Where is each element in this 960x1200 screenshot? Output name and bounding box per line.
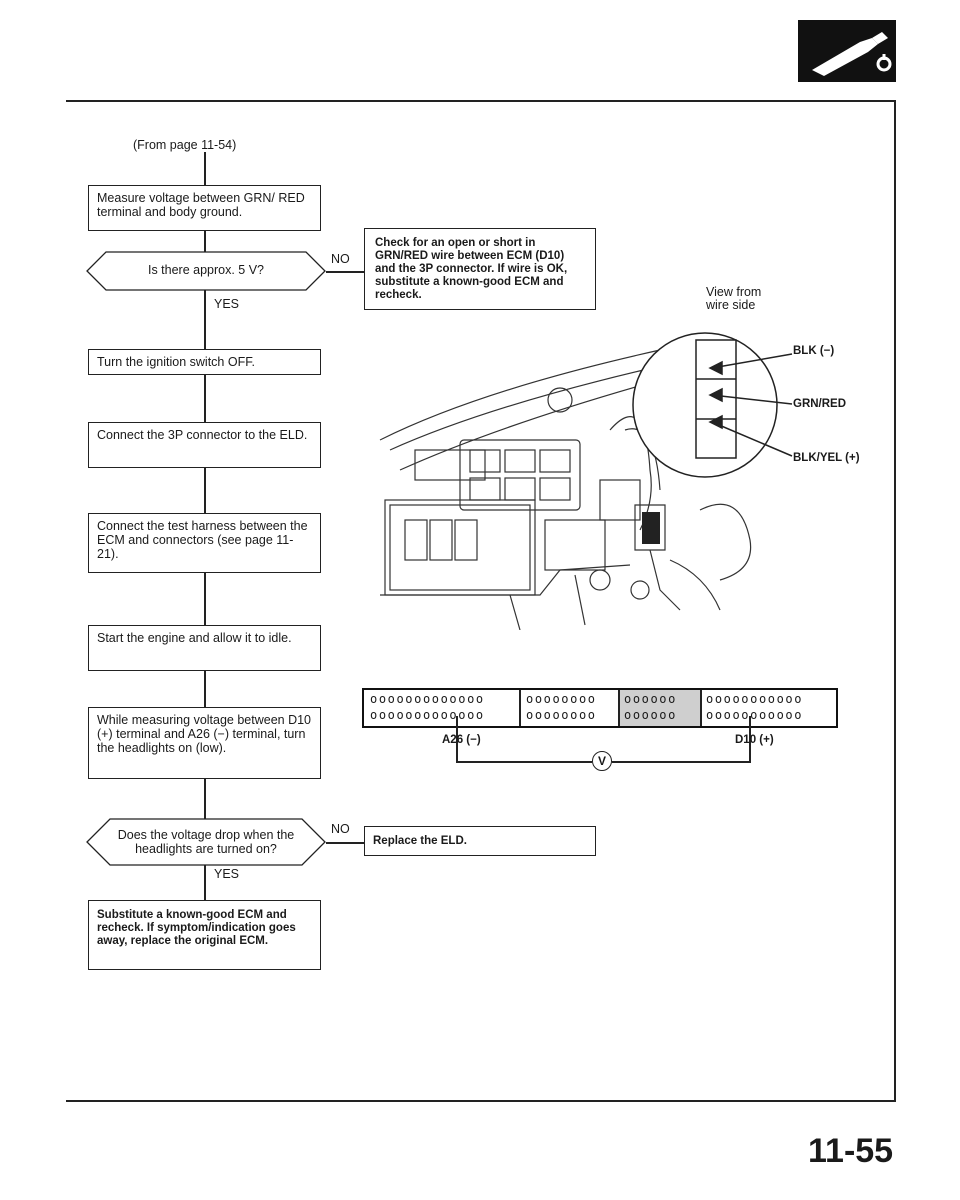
- decision-5v-text: Is there approx. 5 V?: [147, 263, 265, 277]
- yes2-label: YES: [214, 867, 240, 881]
- no1-label: NO: [331, 252, 350, 266]
- pin-row-d-top: ooooooooooo: [706, 692, 804, 706]
- a26-label: A26 (−): [442, 734, 481, 746]
- yes1-label: YES: [214, 297, 240, 311]
- connector-shaded-section: [620, 690, 700, 726]
- pin-row-c-top: oooooo: [624, 692, 677, 706]
- view-label-line1: View from: [706, 285, 762, 299]
- decision-5v: Is there approx. 5 V?: [86, 251, 326, 291]
- pin-row-b-bottom: oooooooo: [526, 708, 597, 722]
- replace-eld-box: Replace the ELD.: [364, 826, 596, 856]
- voltmeter-label: V: [597, 754, 606, 768]
- step-measure-voltage: Measure voltage between GRN/ RED termina…: [88, 185, 321, 231]
- fuel-system-icon: [798, 20, 896, 82]
- step-connect-3p: Connect the 3P connector to the ELD.: [88, 422, 321, 468]
- connector-divider-1: [519, 690, 521, 726]
- bottom-rule: [66, 1100, 896, 1102]
- from-page-text: (From page 11-54): [133, 138, 237, 152]
- decision-voltage-drop: Does the voltage drop when the headlight…: [86, 818, 326, 866]
- decision-voltage-drop-text: Does the voltage drop when the headlight…: [117, 828, 295, 856]
- ecm-connector-block: ooooooooooooo ooooooooooooo oooooooo ooo…: [362, 688, 838, 728]
- wire-label-blk: BLK (−): [793, 345, 835, 357]
- pin-row-d-bottom: ooooooooooo: [706, 708, 804, 722]
- a26-probe-lead: [456, 716, 458, 762]
- right-frame-rule: [894, 100, 896, 1102]
- view-label: View from wire side: [706, 286, 761, 312]
- no1-connector: [326, 271, 364, 273]
- wire-leaders: [700, 340, 810, 480]
- step-start-engine: Start the engine and allow it to idle.: [88, 625, 321, 671]
- pin-row-a-bottom: ooooooooooooo: [370, 708, 485, 722]
- substitute-ecm-box: Substitute a known-good ECM and recheck.…: [88, 900, 321, 970]
- d10-probe-lead: [749, 716, 751, 762]
- step-connect-harness: Connect the test harness between the ECM…: [88, 513, 321, 573]
- meter-lead-right: [612, 761, 751, 763]
- wire-label-grn-red: GRN/RED: [793, 398, 847, 410]
- step-measure-headlights: While measuring voltage between D10 (+) …: [88, 707, 321, 779]
- check-open-short-box: Check for an open or short in GRN/RED wi…: [364, 228, 596, 310]
- top-rule: [66, 100, 896, 102]
- pin-row-a-top: ooooooooooooo: [370, 692, 485, 706]
- step-ignition-off: Turn the ignition switch OFF.: [88, 349, 321, 375]
- engine-bay-illustration: [360, 330, 780, 631]
- d10-label: D10 (+): [735, 734, 774, 746]
- meter-lead-left: [456, 761, 592, 763]
- view-label-line2: wire side: [706, 298, 756, 312]
- pin-row-b-top: oooooooo: [526, 692, 597, 706]
- wire-label-blk-yel: BLK/YEL (+): [793, 452, 860, 464]
- connector-magnified-view: [630, 330, 780, 480]
- no2-label: NO: [331, 822, 350, 836]
- connector-divider-2: [618, 690, 620, 726]
- connector-divider-3: [700, 690, 702, 726]
- voltmeter-symbol: V: [592, 751, 612, 771]
- page-number: 11-55: [808, 1132, 894, 1170]
- no2-connector: [326, 842, 364, 844]
- pin-row-c-bottom: oooooo: [624, 708, 677, 722]
